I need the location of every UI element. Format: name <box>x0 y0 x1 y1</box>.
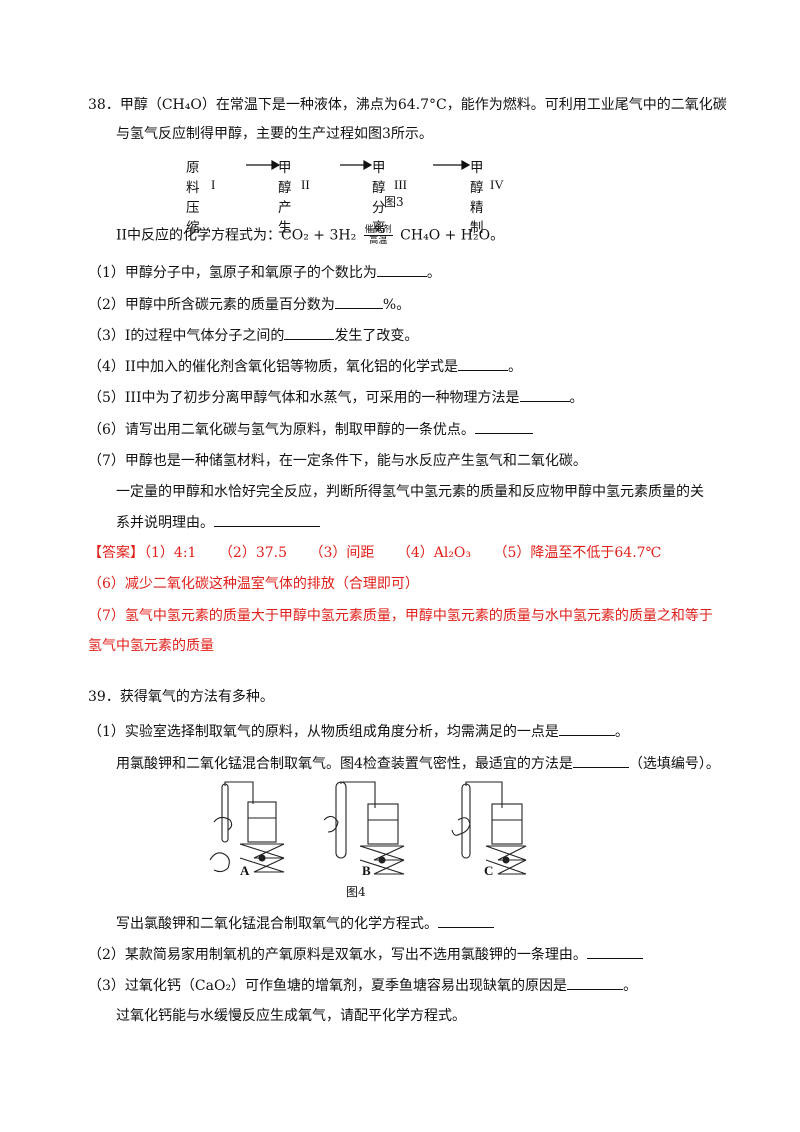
answer-line1: 【答案】（1）4:1 （2）37.5 （3）间距 （4）Al₂O₃ （5）降温至… <box>88 543 661 563</box>
item-text: （1）甲醇分子中，氢原子和氧原子的个数比为 <box>88 265 377 281</box>
item-text: 写出氯酸钾和二氧化锰混合制取氧气的化学方程式。 <box>116 916 438 932</box>
item-after: 。 <box>507 359 522 375</box>
equation-temperature: 高温 <box>369 236 388 246</box>
answer-blank[interactable] <box>284 325 335 340</box>
item-text: （5）III中为了初步分离甲醇气体和水蒸气，可采用的一种物理方法是 <box>88 390 520 406</box>
item-text: （4）II中加入的催化剂含氧化铝等物质，氧化铝的化学式是 <box>88 359 458 375</box>
item-text: （3）过氧化钙（CaO₂）可作鱼塘的增氧剂，夏季鱼塘容易出现缺氧的原因是 <box>88 978 568 994</box>
q38-item7-cont1: 一定量的甲醇和水恰好完全反应，判断所得氢气中氢元素的质量和反应物甲醇中氢元素质量… <box>116 484 704 500</box>
answer-part: （4）Al₂O₃ <box>396 545 472 561</box>
item-text: （2）甲醇中所含碳元素的质量百分数为 <box>88 297 335 313</box>
answer-part: （3）间距 <box>309 545 375 561</box>
answer-blank[interactable] <box>438 913 494 928</box>
item-after: 。 <box>569 390 584 406</box>
answer-line4: 氢气中氢元素的质量 <box>88 638 214 654</box>
item-after: 。 <box>623 978 638 994</box>
item-text: （1）实验室选择制取氧气的原料，从物质组成角度分析，均需满足的一点是 <box>88 724 559 740</box>
answer-blank[interactable] <box>214 512 320 527</box>
figure4-label-a: A <box>240 863 250 878</box>
item-text: （6）请写出用二氧化碳与氢气为原料，制取甲醇的一条优点。 <box>88 422 475 438</box>
flow-number-2: II <box>301 177 310 192</box>
item-text: （3）I的过程中气体分子之间的 <box>88 328 285 344</box>
figure4-apparatus <box>209 781 527 875</box>
answer-blank[interactable] <box>334 294 383 309</box>
item-text: （2）某款简易家用制氧机的产氧原料是双氧水，写出不选用氯酸钾的一条理由。 <box>88 947 587 963</box>
flow-number-3: III <box>394 177 407 192</box>
q38-item-5: （5）III中为了初步分离甲醇气体和水蒸气，可采用的一种物理方法是 。 <box>88 387 584 408</box>
answer-label: 【答案】 <box>88 545 144 561</box>
q38-item-1: （1）甲醇分子中，氢原子和氧原子的个数比为 。 <box>88 262 441 283</box>
q39-item-1: （1）实验室选择制取氧气的原料，从物质组成角度分析，均需满足的一点是 。 <box>88 721 629 742</box>
answer-blank[interactable] <box>567 975 624 990</box>
answer-line2: （6）减少二氧化碳这种温室气体的排放（合理即可） <box>88 576 419 592</box>
answer-blank[interactable] <box>376 262 427 277</box>
flow-step-2: 甲醇产生 <box>278 160 292 236</box>
answer-blank[interactable] <box>572 753 629 768</box>
equation-prefix: II中反应的化学方程式为：CO₂ + 3H₂ <box>116 227 357 244</box>
flow-step-3: 甲醇分离 <box>372 160 386 236</box>
q39-item-1-write: 写出氯酸钾和二氧化锰混合制取氧气的化学方程式。 <box>116 913 494 934</box>
answer-line3: （7）氢气中氢元素的质量大于甲醇中氢元素质量，甲醇中氢元素的质量与水中氢元素的质… <box>88 608 713 624</box>
q38-intro-line2: 与氢气反应制得甲醇，主要的生产过程如图3所示。 <box>116 126 433 142</box>
item-after: 。 <box>614 724 629 740</box>
answer-part: （1）4:1 <box>144 545 197 561</box>
item-after: 。 <box>426 265 441 281</box>
item-text: （7）甲醇也是一种储氢材料，在一定条件下，能与水反应产生氢气和二氧化碳。 <box>88 453 587 469</box>
q38-item-6: （6）请写出用二氧化碳与氢气为原料，制取甲醇的一条优点。 <box>88 419 533 440</box>
answer-blank[interactable] <box>519 387 570 402</box>
q39-item-2: （2）某款简易家用制氧机的产氧原料是双氧水，写出不选用氯酸钾的一条理由。 <box>88 944 643 965</box>
flow-step-4: 甲醇精制 <box>470 160 484 236</box>
flow-arrows <box>246 159 471 171</box>
flow-step-1: 原料压缩 <box>186 160 200 236</box>
item-text: 用氯酸钾和二氧化锰混合制取氧气。图4检查装置气密性，最适宜的方法是 <box>116 756 573 772</box>
q39-item-1-cont: 用氯酸钾和二氧化锰混合制取氧气。图4检查装置气密性，最适宜的方法是 （选填编号）。 <box>116 753 720 774</box>
answer-part: （5）降温至不低于64.7℃ <box>493 545 662 561</box>
answer-blank[interactable] <box>586 944 643 959</box>
figure4-caption: 图4 <box>346 885 366 899</box>
q38-item-3: （3）I的过程中气体分子之间的 发生了改变。 <box>88 325 418 346</box>
q38-item-7: （7）甲醇也是一种储氢材料，在一定条件下，能与水反应产生氢气和二氧化碳。 <box>88 451 587 471</box>
item-text: 系并说明理由。 <box>116 515 214 531</box>
reaction-equation: II中反应的化学方程式为：CO₂ + 3H₂ 催化剂 高温 CH₄O + H₂O… <box>116 225 504 246</box>
q39-item-3-cont: 过氧化钙能与水缓慢反应生成氧气，请配平化学方程式。 <box>116 1008 466 1024</box>
item-after: （选填编号）。 <box>628 756 720 772</box>
q38-item-2: （2）甲醇中所含碳元素的质量百分数为 %。 <box>88 294 410 315</box>
answer-blank[interactable] <box>558 721 615 736</box>
q39-item-3: （3）过氧化钙（CaO₂）可作鱼塘的增氧剂，夏季鱼塘容易出现缺氧的原因是 。 <box>88 975 637 996</box>
figure4-label-c: C <box>484 863 494 878</box>
item-after: 发生了改变。 <box>334 328 419 344</box>
q38-intro-line1: 38．甲醇（CH₄O）在常温下是一种液体，沸点为64.7°C，能作为燃料。可利用… <box>88 97 727 113</box>
equation-suffix: CH₄O + H₂O。 <box>400 227 505 244</box>
answer-blank[interactable] <box>474 419 533 434</box>
q39-title: 39．获得氧气的方法有多种。 <box>88 689 274 705</box>
answer-part: （2）37.5 <box>218 545 287 561</box>
flow-number-4: IV <box>490 177 504 192</box>
answer-blank[interactable] <box>457 356 508 371</box>
equation-condition: 催化剂 高温 <box>363 225 393 246</box>
equation-catalyst: 催化剂 <box>363 225 393 236</box>
figure3-caption: 图3 <box>384 195 404 209</box>
item-after: %。 <box>382 297 411 313</box>
flow-number-1: I <box>211 177 216 192</box>
figure4-label-b: B <box>362 863 371 878</box>
q38-item7-cont2: 系并说明理由。 <box>116 512 320 533</box>
q38-item-4: （4）II中加入的催化剂含氧化铝等物质，氧化铝的化学式是 。 <box>88 356 522 377</box>
